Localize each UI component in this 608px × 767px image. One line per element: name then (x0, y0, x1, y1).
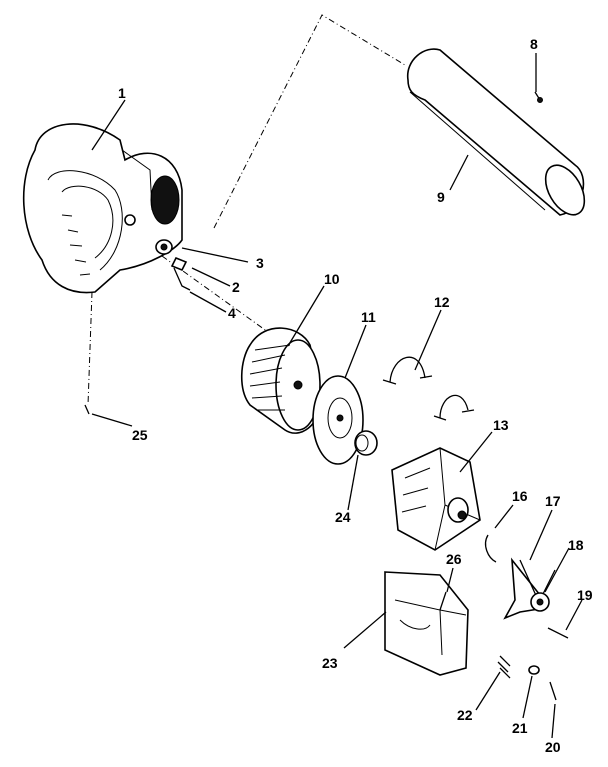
spring-clip (484, 534, 497, 563)
callout-26: 26 (446, 551, 462, 567)
blower-wheel (240, 327, 323, 434)
callout-21: 21 (512, 720, 528, 736)
callout-11: 11 (361, 309, 376, 325)
callout-16: 16 (512, 488, 528, 504)
callout-10: 10 (324, 271, 340, 287)
callout-24: 24 (335, 509, 351, 525)
callout-1: 1 (118, 85, 126, 101)
callout-13: 13 (493, 417, 509, 433)
exhaust-duct (407, 48, 586, 216)
callout-8: 8 (530, 36, 538, 52)
small-hardware (497, 655, 557, 701)
housing-hardware (155, 239, 191, 291)
callout-20: 20 (545, 739, 561, 755)
callout-23: 23 (322, 655, 338, 671)
callout-25: 25 (132, 427, 148, 443)
motor-clamps (382, 356, 475, 421)
idler-screw (547, 627, 569, 639)
callout-22: 22 (457, 707, 473, 723)
drive-motor (391, 447, 481, 551)
leader-lines (91, 53, 583, 739)
motor-mount (384, 571, 469, 676)
pulley (312, 375, 364, 465)
callout-labels: 1 2 3 4 8 9 10 11 12 13 16 17 18 19 20 2… (118, 36, 593, 755)
housing-screw (84, 404, 90, 415)
callout-4: 4 (228, 305, 236, 321)
callout-2: 2 (232, 279, 240, 295)
callout-3: 3 (256, 255, 264, 271)
blower-housing (22, 123, 183, 294)
mount-bolt (439, 591, 447, 611)
idler-assembly (503, 557, 556, 620)
callout-19: 19 (577, 587, 593, 603)
callout-12: 12 (434, 294, 450, 310)
callout-9: 9 (437, 189, 445, 205)
duct-screw (534, 91, 543, 103)
callout-17: 17 (545, 493, 561, 509)
callout-18: 18 (568, 537, 584, 553)
bushing (354, 430, 378, 456)
